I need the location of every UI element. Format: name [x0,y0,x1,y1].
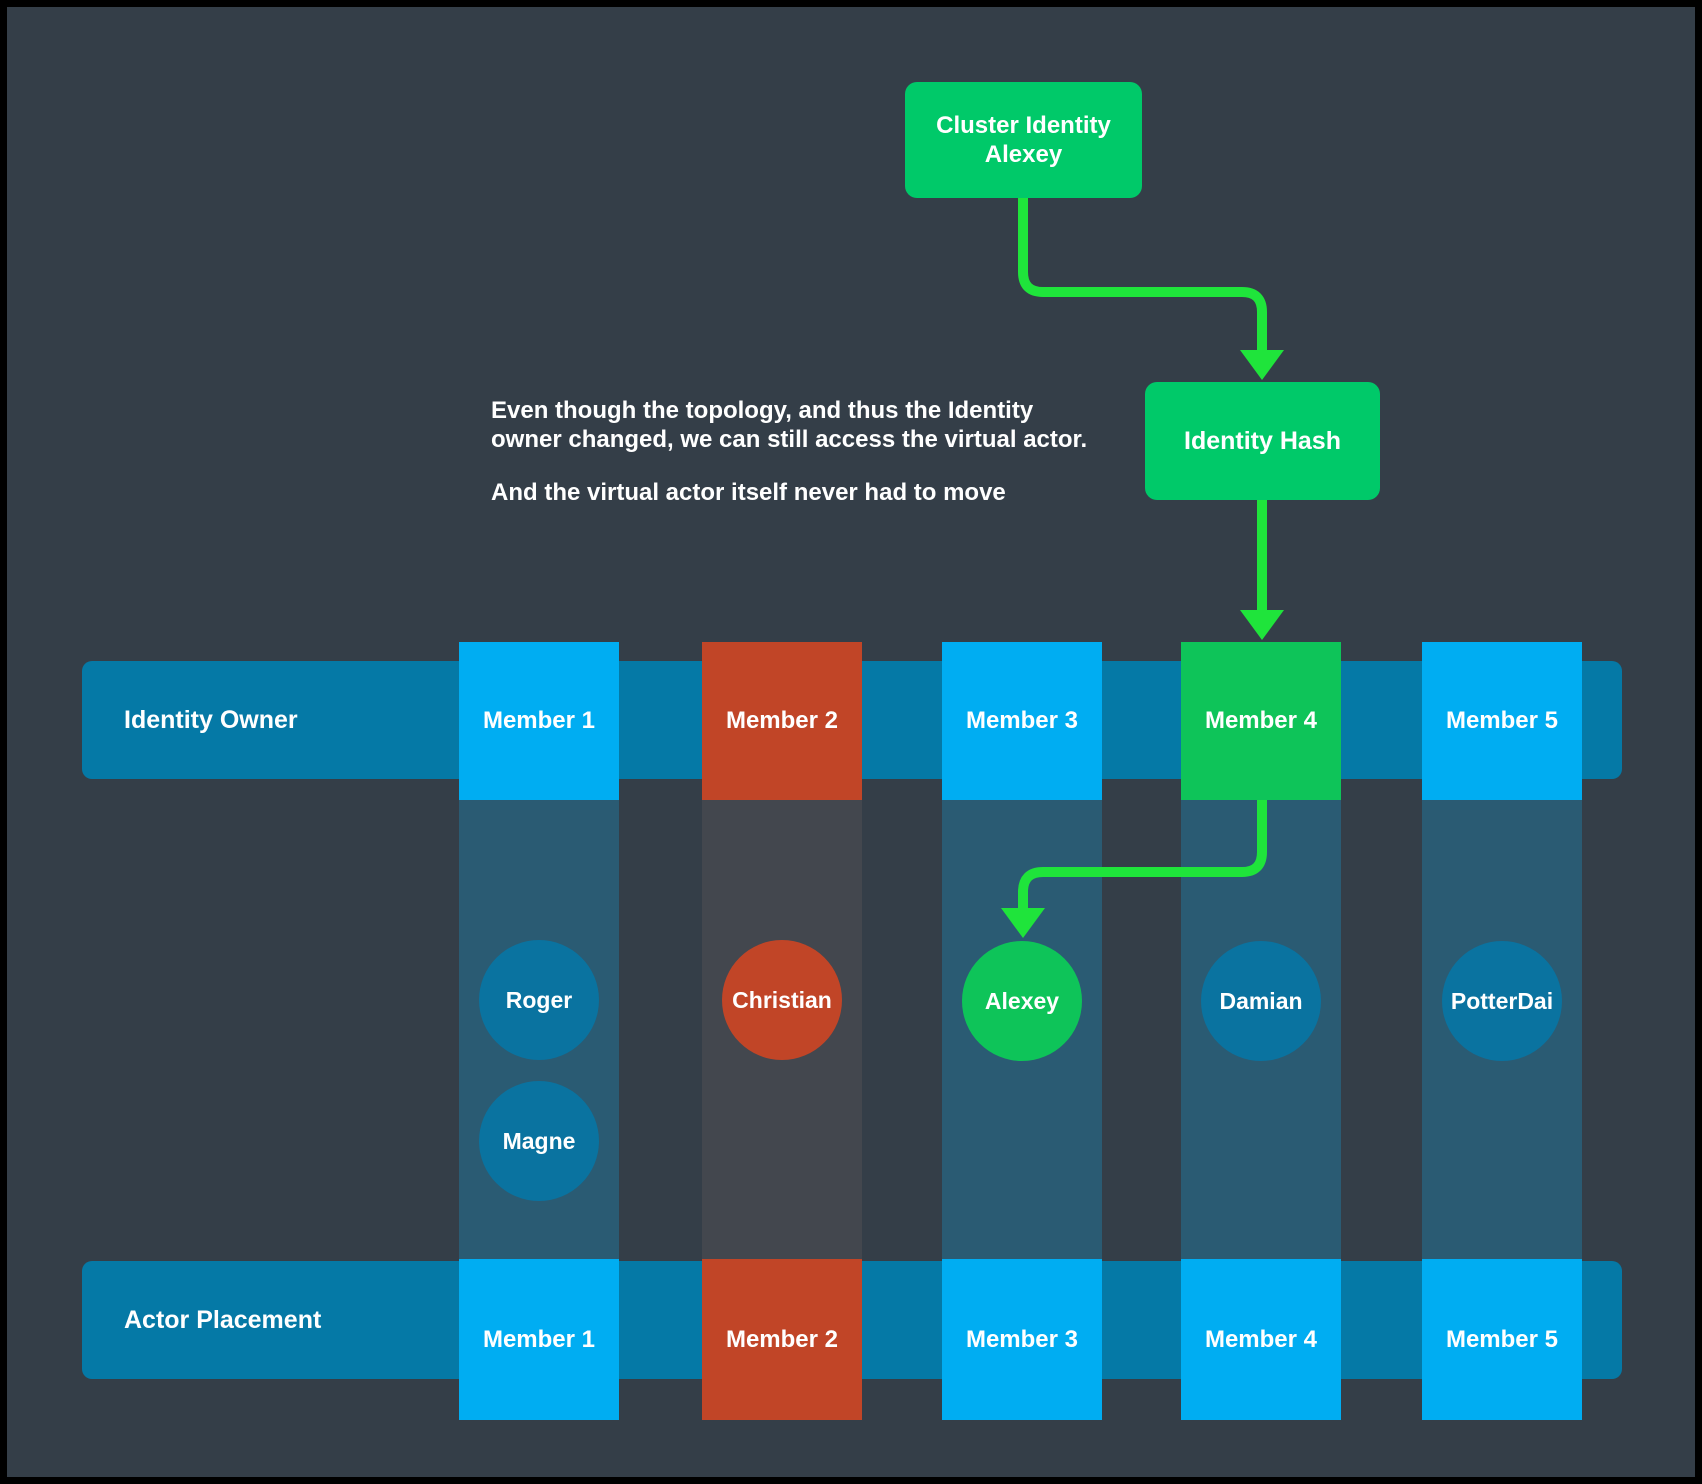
member-label: Member 2 [725,1325,839,1353]
actor-potterdai: PotterDai [1442,941,1562,1061]
identity-owner-member-1: Member 1 [459,642,619,800]
cluster-identity-box: Cluster Identity Alexey [905,82,1142,198]
frame-edge-right [1695,0,1702,1484]
member-label: Member 3 [965,1325,1079,1353]
actor-placement-member-3: Member 3 [942,1259,1102,1420]
actor-placement-label: Actor Placement [124,1305,322,1334]
note-line: owner changed, we can still access the v… [491,426,1088,453]
note-line: And the virtual actor itself never had t… [491,479,1006,506]
arrow-cluster-to-hash [1018,198,1267,352]
actor-magne: Magne [479,1081,599,1201]
actor-christian: Christian [722,940,842,1060]
member-label: Member 1 [482,1325,596,1353]
member-label: Member 2 [725,707,839,734]
member-label: Member 4 [1204,707,1318,734]
member-label: Member 4 [1204,1325,1318,1353]
identity-owner-member-4: Member 4 [1181,642,1341,800]
identity-owner-label: Identity Owner [124,705,298,734]
actor-roger: Roger [479,940,599,1060]
actor-placement-member-1: Member 1 [459,1259,619,1420]
member-label: Member 5 [1445,1325,1559,1353]
actor-label: Alexey [984,987,1060,1014]
actor-label: Christian [732,986,832,1013]
actor-alexey: Alexey [962,941,1082,1061]
actor-placement-member-5: Member 5 [1422,1259,1582,1420]
identity-hash-label: Identity Hash [1184,426,1341,455]
actor-damian: Damian [1201,941,1321,1061]
note-text: Even though the topology, and thus the I… [491,396,1087,454]
identity-owner-member-3: Member 3 [942,642,1102,800]
note-line: Even though the topology, and thus the I… [491,397,1034,424]
actor-label: PotterDai [1450,987,1554,1014]
actor-label: Magne [502,1127,576,1154]
cluster-identity-line1: Cluster Identity [936,112,1111,139]
note-text: And the virtual actor itself never had t… [491,478,1006,507]
actor-label: Roger [505,986,573,1013]
actor-label: Damian [1219,987,1303,1014]
member-label: Member 3 [965,707,1079,734]
identity-hash-box: Identity Hash [1145,382,1380,500]
frame-edge-left [0,0,7,1484]
member-label: Member 5 [1445,707,1559,734]
frame-edge-bottom [0,1477,1702,1484]
arrowhead-to-member4 [1240,610,1284,640]
actor-placement-member-2: Member 2 [702,1259,862,1420]
frame-edge-top [0,0,1702,7]
identity-owner-member-2: Member 2 [702,642,862,800]
identity-owner-member-5: Member 5 [1422,642,1582,800]
cluster-identity-line2: Alexey [984,141,1063,168]
arrowhead-to-hash [1240,350,1284,380]
actor-placement-member-4: Member 4 [1181,1259,1341,1420]
member-label: Member 1 [482,707,596,734]
